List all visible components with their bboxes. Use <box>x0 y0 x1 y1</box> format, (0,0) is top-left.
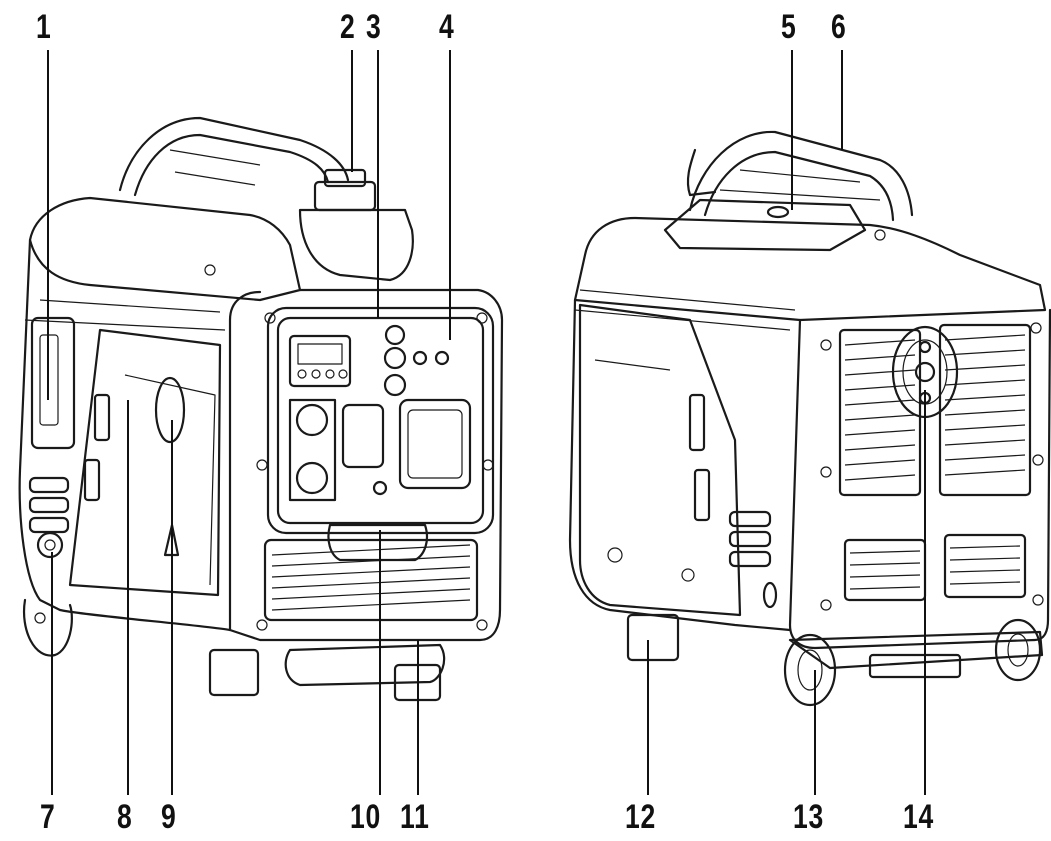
callout-8: 8 <box>117 798 133 836</box>
leader-lines <box>47 50 926 795</box>
callout-14: 14 <box>903 798 935 836</box>
callout-9: 9 <box>161 798 177 836</box>
left-generator-view <box>18 116 504 702</box>
right-generator-view <box>568 130 1051 707</box>
callout-7: 7 <box>40 798 56 836</box>
callout-13: 13 <box>793 798 825 836</box>
callout-1: 1 <box>36 8 52 46</box>
callout-4: 4 <box>439 8 455 46</box>
callout-11: 11 <box>400 798 430 836</box>
callout-5: 5 <box>781 8 797 46</box>
callout-3: 3 <box>366 8 382 46</box>
callout-12: 12 <box>625 798 657 836</box>
callout-10: 10 <box>350 798 382 836</box>
callout-2: 2 <box>340 8 356 46</box>
callout-6: 6 <box>831 8 847 46</box>
